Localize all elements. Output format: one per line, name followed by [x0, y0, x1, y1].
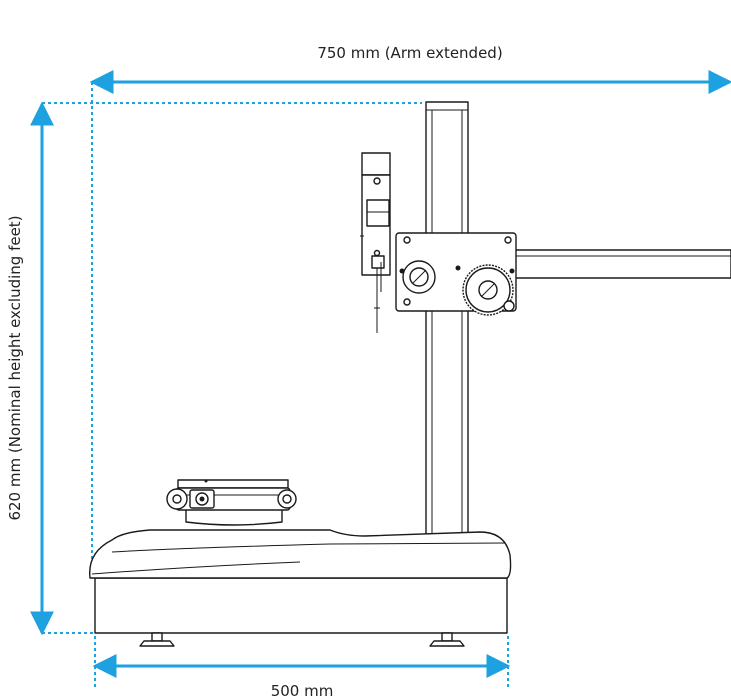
clamp-knob-left	[402, 260, 436, 294]
dimension-label-arm: 750 mm (Arm extended)	[317, 44, 502, 62]
instrument-base	[89, 529, 512, 634]
table-knob-right	[277, 489, 297, 509]
column-carriage	[395, 232, 517, 316]
adjustment-knob-right	[462, 264, 515, 316]
horizontal-arm	[514, 249, 731, 279]
dimension-height: 620 mm (Nominal height excluding feet)	[6, 101, 55, 636]
dimension-base-width: 500 mm	[92, 654, 511, 700]
dimension-label-height: 620 mm (Nominal height excluding feet)	[6, 215, 24, 520]
extension-lines	[42, 82, 509, 690]
dimension-arm-extended: 750 mm (Arm extended)	[89, 44, 731, 94]
table-knob-center	[189, 489, 215, 509]
probe-head	[360, 152, 391, 333]
leveling-foot-right	[429, 632, 465, 647]
leveling-foot-left	[139, 632, 175, 647]
table-knob-left	[166, 488, 188, 510]
dimension-label-base: 500 mm	[271, 682, 334, 700]
vertical-column	[425, 101, 469, 535]
rotary-table	[166, 479, 297, 526]
